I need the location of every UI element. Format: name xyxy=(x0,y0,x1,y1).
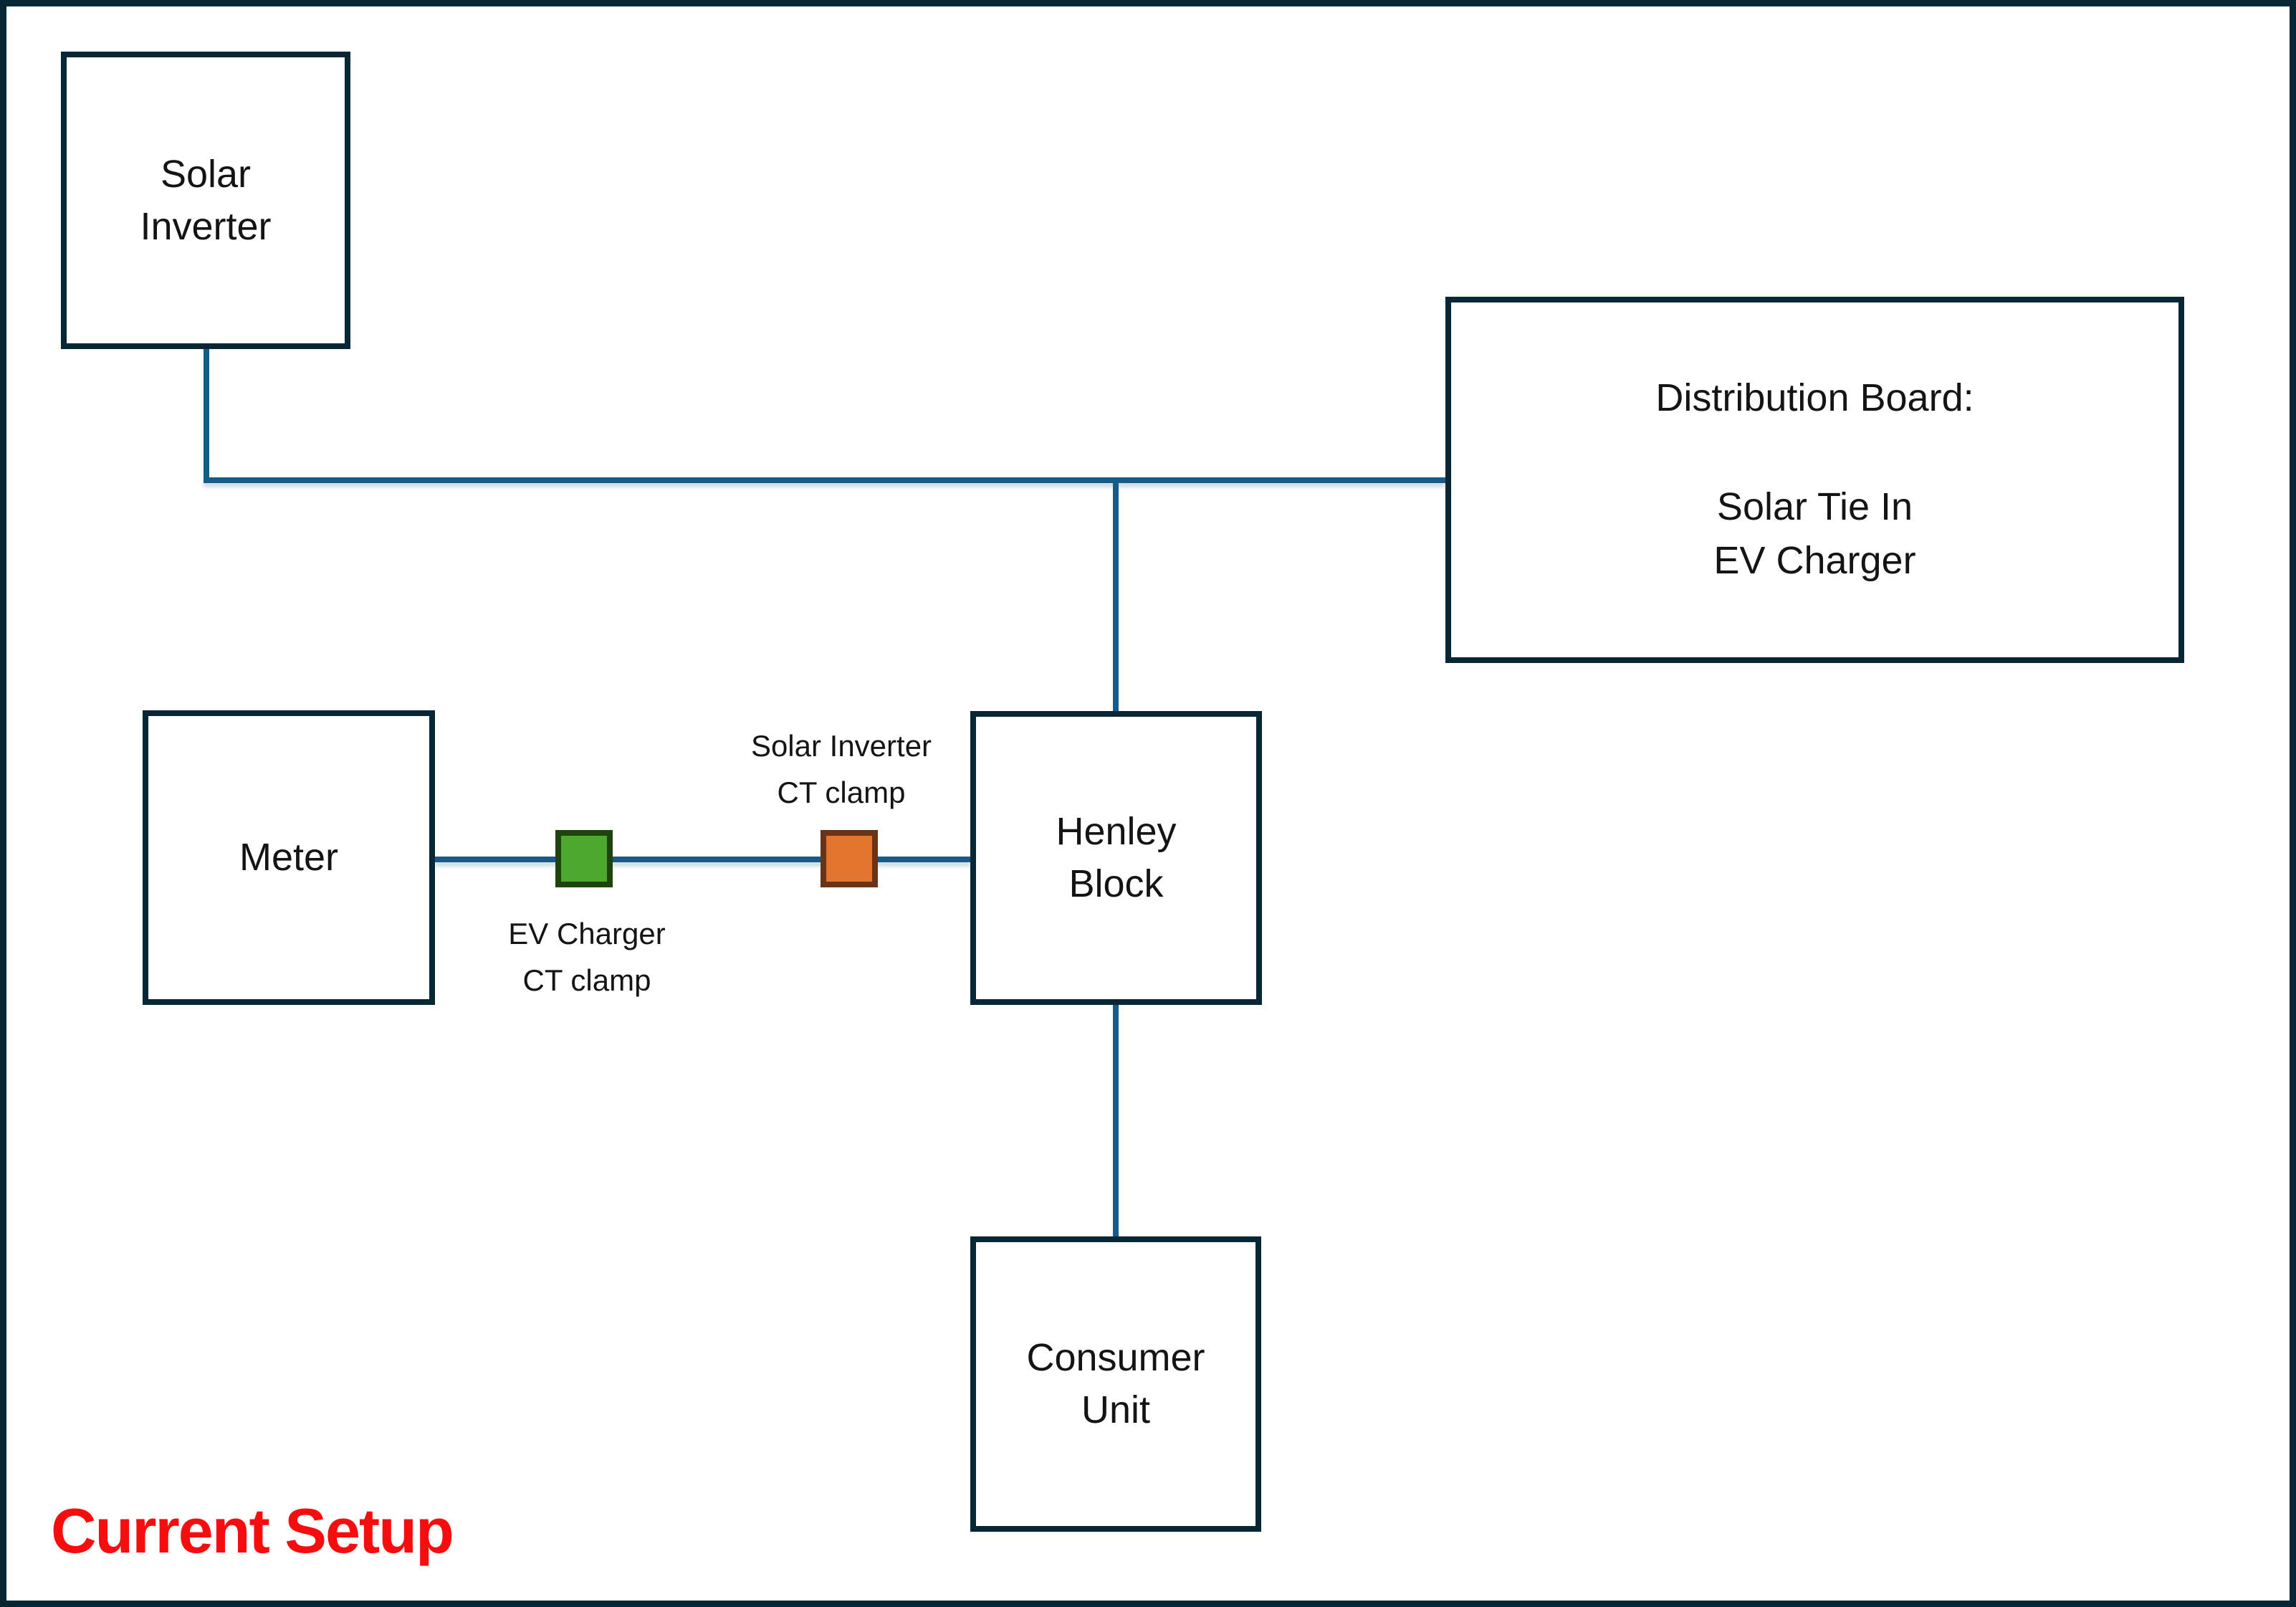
meter-label: Meter xyxy=(239,836,339,879)
distribution-board-label: Solar Tie In xyxy=(1716,485,1913,528)
ev-charger-ct-label-line: CT clamp xyxy=(522,963,651,997)
ev-charger-ct-label-line: EV Charger xyxy=(508,917,666,950)
wire-solar-inverter-drop xyxy=(204,348,209,482)
ev-charger-ct-label: EV Charger CT clamp xyxy=(408,910,766,1003)
distribution-board-label: Distribution Board: xyxy=(1655,376,1974,420)
solar-inverter-ct-label: Solar Inverter CT clamp xyxy=(662,723,1020,816)
henley-block-box: Henley Block xyxy=(970,711,1262,1005)
wire-bus-to-henley-block xyxy=(1113,480,1119,711)
ev-charger-ct-clamp xyxy=(555,830,613,887)
solar-inverter-label: Inverter xyxy=(140,204,272,248)
consumer-unit-box: Consumer Unit xyxy=(970,1236,1261,1532)
solar-inverter-ct-label-line: CT clamp xyxy=(777,776,906,809)
distribution-board-box: Distribution Board: Solar Tie In EV Char… xyxy=(1445,297,2184,663)
meter-box: Meter xyxy=(143,710,435,1005)
solar-inverter-ct-clamp xyxy=(821,830,878,887)
diagram-title: Current Setup xyxy=(51,1495,454,1566)
distribution-board-label: EV Charger xyxy=(1713,539,1916,583)
wire-meter-to-henley-block xyxy=(435,857,970,862)
consumer-unit-label: Consumer xyxy=(1026,1336,1205,1380)
distribution-board-label-spacer xyxy=(1451,426,2178,480)
wire-main-bus xyxy=(204,477,1445,483)
henley-block-label: Block xyxy=(1068,862,1164,905)
solar-inverter-label: Solar xyxy=(160,152,252,196)
henley-block-label: Henley xyxy=(1056,810,1177,854)
wire-henley-to-consumer-unit xyxy=(1113,1003,1119,1236)
solar-inverter-box: Solar Inverter xyxy=(61,52,350,349)
solar-inverter-ct-label-line: Solar Inverter xyxy=(750,729,932,763)
consumer-unit-label: Unit xyxy=(1081,1388,1151,1431)
